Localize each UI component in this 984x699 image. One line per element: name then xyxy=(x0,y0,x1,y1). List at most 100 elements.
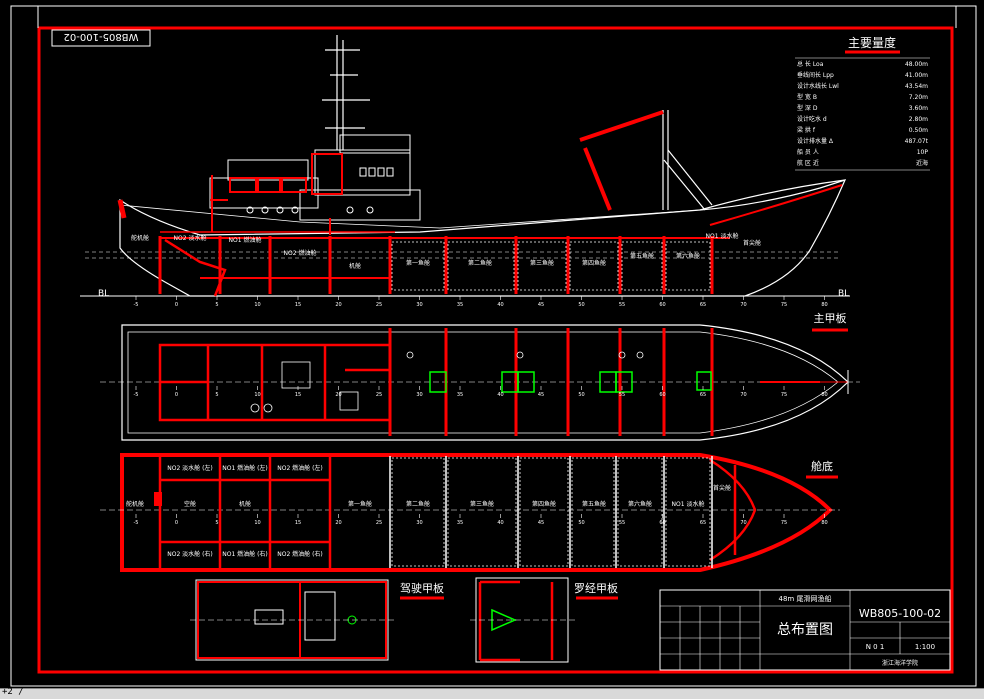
profile-compartment-label: NO2 淡水舱 xyxy=(174,234,207,242)
title-school: 浙江海洋学院 xyxy=(882,659,918,667)
title-ship: 48m 尾滑网渔船 xyxy=(779,594,832,603)
hold-plan: 舱底 NO2 淡水舱 (左)NO1 燃油舱 (左)NO2 燃油舱 (左)NO2 … xyxy=(100,453,840,572)
profile-compartment-label: 第四鱼舱 xyxy=(582,259,606,267)
hull-outline xyxy=(119,179,847,297)
frame-tick-label: 15 xyxy=(295,392,301,398)
spec-label: 设计排水量 Δ xyxy=(797,137,834,145)
frame-tick-label: 80 xyxy=(821,302,827,308)
spec-label: 型 宽 B xyxy=(797,93,817,101)
command-line-text: +2 / xyxy=(2,687,24,697)
frame-tick-label: -5 xyxy=(134,520,139,526)
spec-value: 487.07t xyxy=(905,138,929,145)
profile-compartment-label: 第三鱼舱 xyxy=(530,259,554,267)
spec-value: 10P xyxy=(917,149,929,156)
title-scale: 1:100 xyxy=(915,643,935,651)
title-drawing: 总布置图 xyxy=(777,622,833,638)
baseline-right-label: BL xyxy=(838,289,849,299)
hold-tank-label: NO2 燃油舱 (右) xyxy=(277,550,323,558)
frame-tick-label: 10 xyxy=(254,520,260,526)
frame-tick-label: 55 xyxy=(619,302,625,308)
spec-label: 梁 拱 f xyxy=(797,126,816,134)
profile-compartment-label: 首尖舱 xyxy=(743,239,761,247)
frame-tick-label: 0 xyxy=(175,520,178,526)
hold-tank-label: NO1 燃油舱 (右) xyxy=(222,550,268,558)
frame-tick-label: 15 xyxy=(295,520,301,526)
spec-title: 主要量度 xyxy=(848,35,896,50)
spec-label: 型 深 D xyxy=(797,104,818,112)
frame-tick-label: 20 xyxy=(335,302,341,308)
spec-label: 设计吃水 d xyxy=(797,115,827,123)
frame-tick-label: 25 xyxy=(376,520,382,526)
frame-tick-label: 40 xyxy=(497,520,503,526)
spec-value: 近海 xyxy=(916,159,928,167)
spec-label: 航 区 近 xyxy=(797,159,819,167)
title-number: WB805-100-02 xyxy=(859,607,941,620)
spec-label: 船 员 人 xyxy=(797,148,819,156)
hold-label: 舱底 xyxy=(811,459,833,473)
frame-tick-label: 30 xyxy=(416,392,422,398)
frame-tick-label: 5 xyxy=(215,302,218,308)
hold-compartment-label: 空舱 xyxy=(184,500,196,508)
hold-compartment-label: 第一鱼舱 xyxy=(348,500,372,508)
compass-deck-plan: 罗经甲板 xyxy=(470,577,618,663)
spec-value: 3.60m xyxy=(909,105,928,112)
bridge-deck-label: 驾驶甲板 xyxy=(400,581,444,595)
frame-tick-label: -5 xyxy=(134,392,139,398)
hold-compartment-label: 第二鱼舱 xyxy=(406,500,430,508)
frame-tick-label: 75 xyxy=(781,520,787,526)
frame-tick-label: 70 xyxy=(740,392,746,398)
hold-tank-label: NO2 淡水舱 (左) xyxy=(167,464,213,472)
profile-compartment-label: NO2 燃油舱 xyxy=(284,249,317,257)
spec-value: 41.00m xyxy=(905,72,928,79)
frame-tick-label: 0 xyxy=(175,392,178,398)
frame-tick-label: 20 xyxy=(335,392,341,398)
hold-compartment-label: 第三鱼舱 xyxy=(470,500,494,508)
spec-label: 设计水线长 Lwl xyxy=(797,82,839,90)
profile-view: BL BL xyxy=(80,35,850,308)
bridge-deck-plan: 驾驶甲板 xyxy=(190,579,444,661)
frame-tick-label: 65 xyxy=(700,520,706,526)
frame-tick-label: 45 xyxy=(538,392,544,398)
profile-compartment-label: NO1 燃油舱 xyxy=(229,236,262,244)
frame-tick-label: 10 xyxy=(254,302,260,308)
spec-value: 0.50m xyxy=(909,127,928,134)
frame-tick-label: 50 xyxy=(578,392,584,398)
hold-compartment-label: NO1 淡水舱 xyxy=(672,500,705,508)
frame-tick-label: 15 xyxy=(295,302,301,308)
hold-compartment-label: 机舱 xyxy=(239,500,251,508)
frame-tick-label: 40 xyxy=(497,302,503,308)
frame-tick-label: 70 xyxy=(740,520,746,526)
frame-tick-label: 75 xyxy=(781,302,787,308)
hold-compartment-label: 第五鱼舱 xyxy=(582,500,606,508)
frame-tick-label: 35 xyxy=(457,392,463,398)
baseline-left-label: BL xyxy=(98,289,109,299)
frame-tick-label: 55 xyxy=(619,392,625,398)
frame-tick-label: 0 xyxy=(175,302,178,308)
frame-tick-label: 40 xyxy=(497,392,503,398)
profile-compartment-label: 第一鱼舱 xyxy=(406,259,430,267)
frame-tick-label: 35 xyxy=(457,520,463,526)
frame-tick-label: 60 xyxy=(659,520,665,526)
stamp-text: WB805-100-02 xyxy=(64,31,139,42)
drawing-frame xyxy=(10,5,977,687)
title-sheet: N 0 1 xyxy=(866,643,885,651)
spec-value: 2.80m xyxy=(909,116,928,123)
compass-deck-label: 罗经甲板 xyxy=(574,581,618,595)
title-block: 48m 尾滑网渔船 总布置图 WB805-100-02 N 0 1 1:100 … xyxy=(659,589,951,671)
command-line[interactable]: +2 / xyxy=(0,687,984,699)
spec-label: 垂线间长 Lpp xyxy=(797,71,834,79)
frame-tick-label: 50 xyxy=(578,520,584,526)
frame-tick-label: 30 xyxy=(416,302,422,308)
hold-compartment-label: 第四鱼舱 xyxy=(532,500,556,508)
profile-compartment-label: NO1 淡水舱 xyxy=(706,232,739,240)
profile-compartment-label: 第五鱼舱 xyxy=(630,252,654,260)
hold-compartment-label: 第六鱼舱 xyxy=(628,500,652,508)
hold-tank-label: NO2 淡水舱 (右) xyxy=(167,550,213,558)
profile-compartment-label: 第二鱼舱 xyxy=(468,259,492,267)
frame-tick-label: 10 xyxy=(254,392,260,398)
hold-tank-label: NO1 燃油舱 (左) xyxy=(222,464,268,472)
spec-value: 43.54m xyxy=(905,83,928,90)
profile-compartment-label: 机舱 xyxy=(349,262,361,270)
